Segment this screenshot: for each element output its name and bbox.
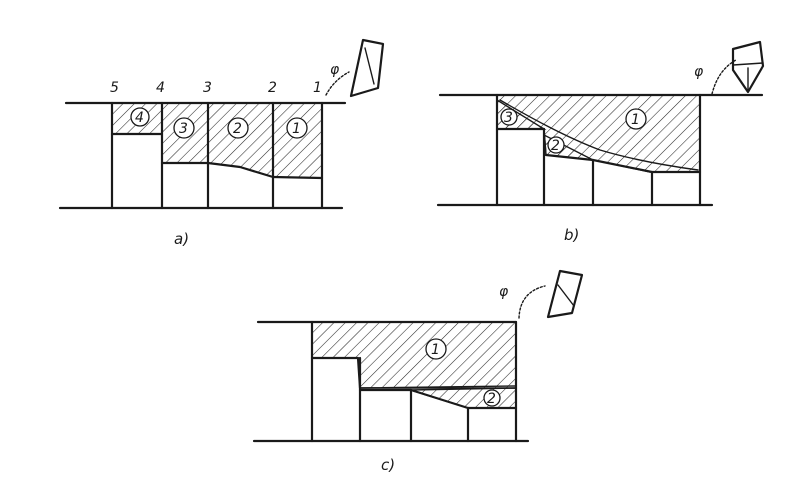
cutting-tool-b: [731, 40, 765, 94]
zone-marker-c-1: [425, 338, 447, 360]
zone-number-b-3: 3: [504, 110, 513, 126]
zone-a-1: [272, 102, 323, 179]
zone-marker-a-4: [130, 107, 150, 127]
position-label-1: 1: [313, 80, 322, 96]
chuck-b: [443, 94, 498, 206]
tool-edge-a: [364, 47, 375, 85]
zone-marker-b-2: [547, 136, 565, 154]
position-label-4: 4: [156, 80, 165, 96]
angle-symbol-a: φ: [330, 62, 340, 78]
finished-profile-b: [495, 127, 702, 174]
zone-marker-a-1: [286, 117, 308, 139]
cut-boundary-b: [499, 99, 699, 171]
position-label-5: 5: [110, 80, 119, 96]
zone-number-c-2: 2: [487, 391, 496, 407]
angle-symbol-c: φ: [499, 284, 509, 300]
zone-number-c-1: 1: [431, 342, 440, 358]
angle-arc-c: [518, 285, 546, 319]
zone-marker-b-1: [625, 108, 647, 130]
zone-marker-a-2: [227, 117, 249, 139]
zone-marker-b-3: [500, 108, 518, 126]
finished-profile-c: [310, 356, 518, 410]
caption-a: a): [174, 230, 189, 248]
zone-number-a-3: 3: [179, 121, 188, 137]
zone-marker-c-2: [483, 389, 501, 407]
tool-edge-c: [557, 284, 575, 307]
finished-profile-a: [110, 132, 324, 180]
position-label-3: 3: [203, 80, 212, 96]
zone-number-a-2: 2: [233, 121, 242, 137]
caption-c: c): [381, 456, 395, 474]
zone-marker-a-3: [173, 117, 195, 139]
diagram-a: 5 4 3 2 1 4 3 2 1 φ a): [58, 38, 385, 248]
diagram-b: 3 2 1 φ b): [436, 40, 765, 244]
angle-symbol-b: φ: [694, 64, 704, 80]
chuck-a: [65, 102, 113, 209]
tool-edge-b: [732, 62, 764, 66]
zone-number-a-1: 1: [292, 121, 301, 137]
caption-b: b): [564, 226, 579, 244]
angle-arc-a: [325, 71, 350, 96]
zone-c-1: [311, 321, 517, 389]
pass-boundary-c: [359, 385, 517, 389]
cutting-tool-a: [349, 38, 385, 98]
diagram-c: 1 2 φ c): [252, 269, 584, 474]
zone-number-a-4: 4: [135, 110, 144, 126]
zone-a-2: [207, 102, 274, 178]
zone-number-b-2: 2: [551, 138, 560, 154]
position-label-2: 2: [268, 80, 277, 96]
chuck-c: [259, 321, 313, 442]
zone-number-b-1: 1: [631, 112, 640, 128]
angle-arc-b: [711, 59, 737, 95]
cutting-tool-c: [546, 269, 584, 319]
